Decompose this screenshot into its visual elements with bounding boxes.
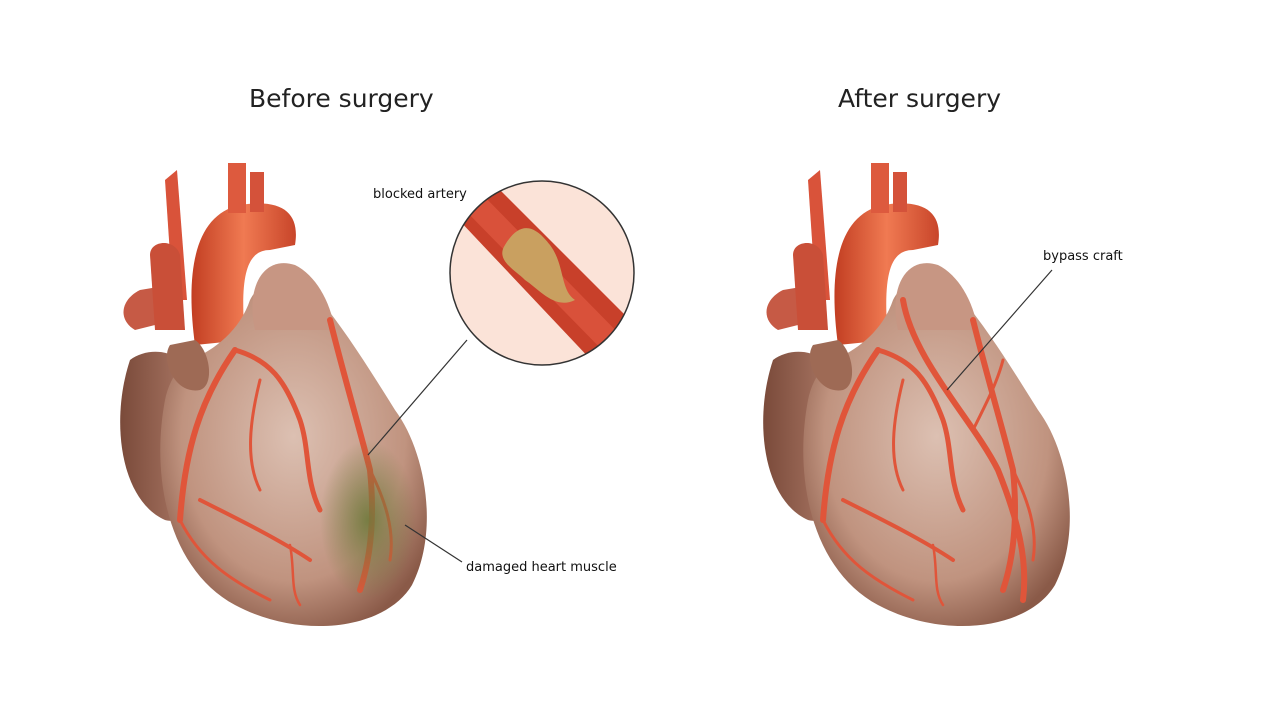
bypass-graft xyxy=(900,297,1028,603)
before-surgery-title: Before surgery xyxy=(249,84,434,113)
damaged-muscle-area xyxy=(320,440,416,600)
plaque xyxy=(502,228,575,303)
heart-before xyxy=(120,163,427,626)
leader-line-bypass xyxy=(946,269,1053,391)
after-surgery-title: After surgery xyxy=(838,84,1002,113)
bypass-craft-label: bypass craft xyxy=(1043,249,1123,264)
damaged-heart-muscle-label: damaged heart muscle xyxy=(466,560,617,575)
heart-after xyxy=(763,163,1070,626)
leader-line-blocked xyxy=(367,339,468,456)
blocked-artery-label: blocked artery xyxy=(373,187,467,202)
leader-line-damaged xyxy=(404,524,463,563)
magnified-artery-inset xyxy=(449,180,635,366)
